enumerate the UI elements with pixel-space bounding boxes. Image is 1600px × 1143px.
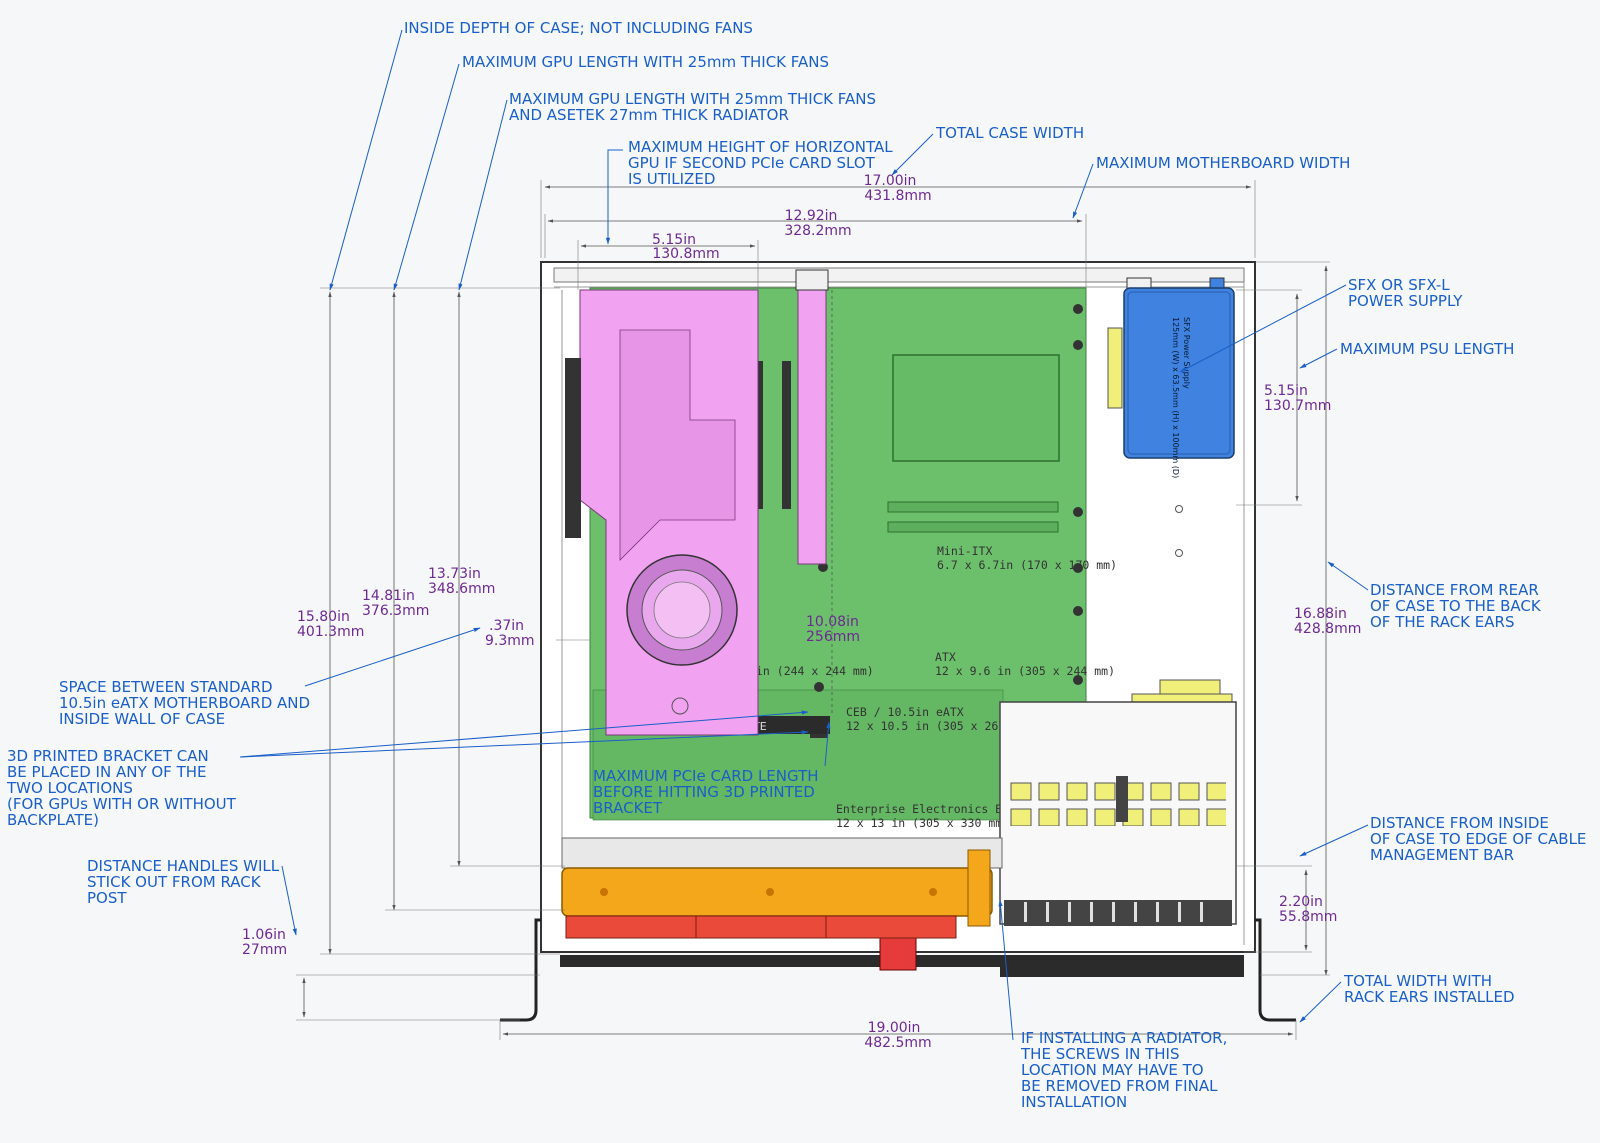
dim-rear-in: 16.88in: [1294, 606, 1347, 622]
callout-bracket-4: (FOR GPUs WITH OR WITHOUT: [7, 795, 237, 813]
callout-pcie-1: MAXIMUM PCIe CARD LENGTH: [593, 767, 819, 785]
callout-radiator-2: THE SCREWS IN THIS: [1020, 1045, 1180, 1063]
callout-bracket-2: BE PLACED IN ANY OF THE: [7, 763, 207, 781]
leader-lines: [239, 29, 1369, 1041]
callout-handles-3: POST: [87, 889, 127, 907]
callout-max-gpu-rad-2: AND ASETEK 27mm THICK RADIATOR: [509, 106, 789, 124]
ceb-size: 12 x 10.5 in (305 x 267 mm): [846, 719, 1033, 733]
dim-psu-mm: 130.7mm: [1264, 398, 1331, 414]
eeb-size: 12 x 13 in (305 x 330 mm): [836, 816, 1009, 830]
callout-cable-3: MANAGEMENT BAR: [1370, 846, 1514, 864]
dim-gpu-fans-mm: 376.3mm: [362, 603, 429, 619]
drive-cage: [999, 679, 1237, 926]
gpu: [565, 289, 759, 736]
dim-ears-mm: 482.5mm: [864, 1035, 931, 1051]
psu-size: 125mm (W) x 63.5mm (H) x 100mm (D): [1171, 317, 1180, 478]
callout-max-gpu-rad-1: MAXIMUM GPU LENGTH WITH 25mm THICK FANS: [509, 90, 876, 108]
dim-handles-mm: 27mm: [242, 942, 287, 958]
callout-cable-1: DISTANCE FROM INSIDE: [1370, 814, 1549, 832]
dim-cable-in: 2.20in: [1279, 894, 1323, 910]
dim-ears-in: 19.00in: [868, 1020, 921, 1036]
callout-handles-2: STICK OUT FROM RACK: [87, 873, 262, 891]
power-supply: SFX Power Supply 125mm (W) x 63.5mm (H) …: [1107, 277, 1235, 557]
callout-max-height-1: MAXIMUM HEIGHT OF HORIZONTAL: [628, 138, 893, 156]
callout-total-case-width: TOTAL CASE WIDTH: [935, 124, 1084, 142]
callout-radiator-4: BE REMOVED FROM FINAL: [1021, 1077, 1218, 1095]
case-fans: [565, 915, 957, 939]
dim-space-mm: 9.3mm: [485, 633, 535, 649]
dimension-labels: 17.00in 431.8mm 12.92in 328.2mm 5.15in 1…: [242, 173, 1361, 1051]
dim-mb-width-in: 12.92in: [785, 208, 838, 224]
callout-pcie-3: BRACKET: [593, 799, 663, 817]
callout-max-height-3: IS UTILIZED: [628, 170, 715, 188]
dim-cable-mm: 55.8mm: [1279, 909, 1337, 925]
dim-case-width-in: 17.00in: [864, 173, 917, 189]
dim-psu-in: 5.15in: [1264, 383, 1308, 399]
mini-itx-size: 6.7 x 6.7in (170 x 170 mm): [937, 558, 1117, 572]
callout-ears-1: TOTAL WIDTH WITH: [1343, 972, 1492, 990]
callout-space-3: INSIDE WALL OF CASE: [59, 710, 225, 728]
3d-printed-bracket: TE: [748, 716, 830, 734]
callouts: INSIDE DEPTH OF CASE; NOT INCLUDING FANS…: [6, 19, 1586, 1111]
callout-rear-3: OF THE RACK EARS: [1370, 613, 1514, 631]
callout-radiator-3: LOCATION MAY HAVE TO: [1021, 1061, 1204, 1079]
callout-handles-1: DISTANCE HANDLES WILL: [87, 857, 280, 875]
callout-bracket-5: BACKPLATE): [7, 811, 99, 829]
psu-label: SFX Power Supply: [1182, 317, 1191, 389]
dim-rear-mm: 428.8mm: [1294, 621, 1361, 637]
dim-pcie-mm: 256mm: [806, 629, 860, 645]
ceb-label: CEB / 10.5in eATX: [846, 705, 964, 719]
mini-itx-label: Mini-ITX: [937, 544, 992, 558]
callout-max-gpu-fans: MAXIMUM GPU LENGTH WITH 25mm THICK FANS: [462, 53, 829, 71]
dim-gpu-fans-in: 14.81in: [362, 588, 415, 604]
dim-inside-depth-in: 15.80in: [297, 609, 350, 625]
callout-max-height-2: GPU IF SECOND PCIe CARD SLOT: [628, 154, 876, 172]
callout-bracket-3: TWO LOCATIONS: [6, 779, 133, 797]
matx-size-partial: in (244 x 244 mm): [756, 664, 874, 678]
atx-label: ATX: [935, 650, 956, 664]
callout-max-mb-width: MAXIMUM MOTHERBOARD WIDTH: [1096, 154, 1350, 172]
fan-bracket-bar: [561, 837, 1003, 927]
dim-gpu-height-in: 5.15in: [652, 232, 696, 248]
callout-ears-2: RACK EARS INSTALLED: [1344, 988, 1515, 1006]
callout-max-psu-length: MAXIMUM PSU LENGTH: [1340, 340, 1514, 358]
callout-psu-1: SFX OR SFX-L: [1348, 276, 1450, 294]
dim-inside-depth-mm: 401.3mm: [297, 624, 364, 640]
rack-ears: [500, 918, 1296, 1022]
dim-gpu-rad-in: 13.73in: [428, 566, 481, 582]
callout-rear-1: DISTANCE FROM REAR: [1370, 581, 1539, 599]
pcie-riser: [795, 269, 829, 565]
dim-gpu-height-mm: 130.8mm: [652, 246, 719, 262]
callout-space-1: SPACE BETWEEN STANDARD: [59, 678, 273, 696]
callout-inside-depth: INSIDE DEPTH OF CASE; NOT INCLUDING FANS: [404, 19, 753, 37]
dim-case-width-mm: 431.8mm: [864, 188, 931, 204]
front-panel: [560, 933, 1244, 977]
callout-radiator-1: IF INSTALLING A RADIATOR,: [1021, 1029, 1227, 1047]
dim-mb-width-mm: 328.2mm: [784, 223, 851, 239]
callout-cable-2: OF CASE TO EDGE OF CABLE: [1370, 830, 1586, 848]
callout-pcie-2: BEFORE HITTING 3D PRINTED: [593, 783, 815, 801]
callout-space-2: 10.5in eATX MOTHERBOARD AND: [59, 694, 310, 712]
dim-pcie-in: 10.08in: [806, 614, 859, 630]
callout-rear-2: OF CASE TO THE BACK: [1370, 597, 1542, 615]
callout-bracket-1: 3D PRINTED BRACKET CAN: [7, 747, 209, 765]
dim-handles-in: 1.06in: [242, 927, 286, 943]
callout-psu-2: POWER SUPPLY: [1348, 292, 1463, 310]
dim-space-in: .37in: [489, 618, 524, 634]
dimension-lines: [296, 180, 1330, 1040]
atx-size: 12 x 9.6 in (305 x 244 mm): [935, 664, 1115, 678]
dim-gpu-rad-mm: 348.6mm: [428, 581, 495, 597]
callout-radiator-5: INSTALLATION: [1021, 1093, 1127, 1111]
